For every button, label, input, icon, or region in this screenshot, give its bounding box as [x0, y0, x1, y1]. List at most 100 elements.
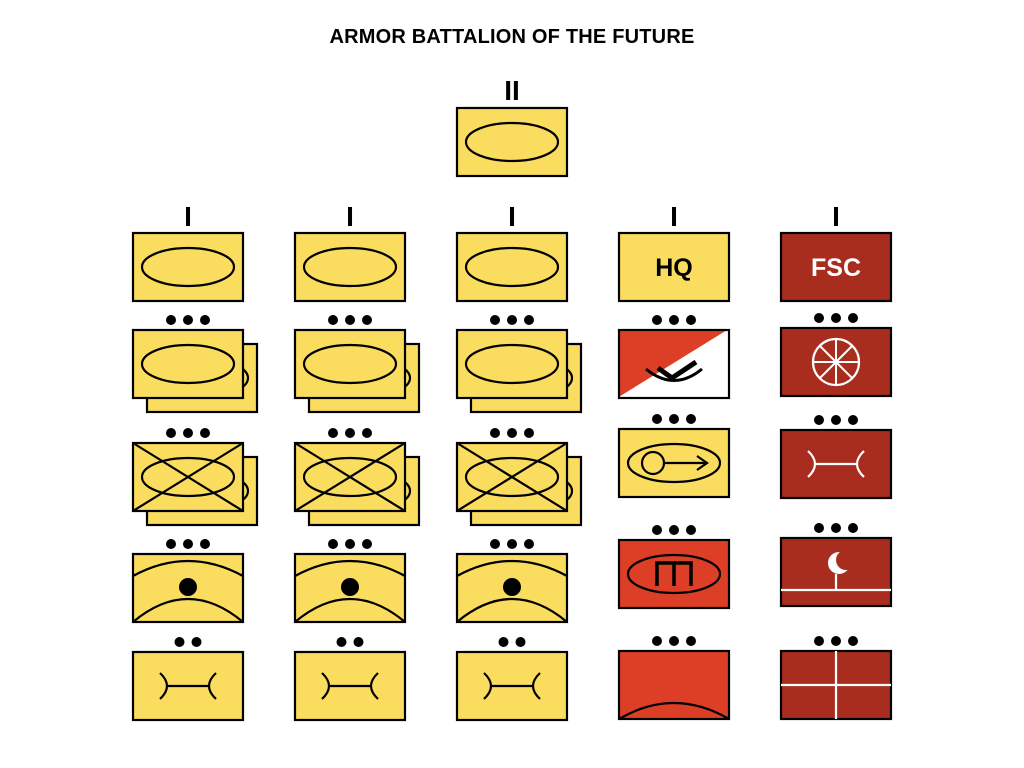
echelon-dot — [166, 428, 176, 438]
platoon-echelon-dots — [814, 415, 858, 425]
recon-arc-bottom — [132, 597, 244, 623]
platoon-echelon-dots — [490, 539, 534, 549]
platoon-echelon-dots — [328, 315, 372, 325]
echelon-dot — [686, 315, 696, 325]
echelon-dot — [669, 525, 679, 535]
echelon-dot — [490, 539, 500, 549]
signal-check — [656, 359, 698, 382]
echelon-dot — [848, 636, 858, 646]
signal-arrow-head — [696, 455, 709, 471]
unit-frame — [617, 649, 731, 721]
unit-frame — [779, 231, 893, 303]
fsc-label: FSC — [811, 254, 861, 282]
unit-frame — [617, 328, 731, 400]
symbol-maintenance — [779, 428, 893, 500]
battalion-echelon-label: II — [504, 75, 520, 106]
symbol-fsc: FSC — [779, 231, 893, 303]
antenna-arc — [645, 367, 703, 382]
echelon-dot — [336, 637, 347, 647]
symbol-transportation-wheel — [779, 326, 893, 398]
echelon-dot — [669, 315, 679, 325]
engineer-bracket-left — [159, 672, 169, 700]
symbol-supply-moon — [779, 536, 893, 608]
platoon-echelon-dots — [498, 637, 526, 647]
echelon-dot — [524, 539, 534, 549]
recon-arc-bottom — [456, 597, 568, 623]
recon-dot — [179, 578, 197, 596]
symbol-armor — [455, 231, 569, 303]
echelon-dot — [814, 636, 824, 646]
unit-frame — [455, 231, 569, 303]
echelon-dot — [345, 428, 355, 438]
echelon-dot — [191, 637, 202, 647]
echelon-dot — [515, 637, 526, 647]
echelon-dot — [166, 315, 176, 325]
engineer-bracket-right — [369, 672, 379, 700]
echelon-dot — [345, 315, 355, 325]
unit-frame — [617, 231, 731, 303]
echelon-dot — [490, 315, 500, 325]
echelon-dot — [669, 414, 679, 424]
echelon-dot — [200, 428, 210, 438]
platoon-echelon-dots — [328, 539, 372, 549]
echelon-dot — [652, 315, 662, 325]
engineer-bracket-right — [207, 672, 217, 700]
platoon-echelon-dots — [652, 414, 696, 424]
platoon-echelon-dots — [328, 428, 372, 438]
echelon-dot — [686, 525, 696, 535]
symbol-armor-recon — [131, 552, 245, 624]
echelon-dot — [200, 315, 210, 325]
echelon-dot — [848, 523, 858, 533]
platoon-echelon-dots — [490, 315, 534, 325]
echelon-dot — [507, 428, 517, 438]
armor-oval — [626, 442, 722, 484]
echelon-dot — [362, 428, 372, 438]
armor-oval — [302, 246, 398, 288]
symbol-air-defense-split — [617, 328, 731, 400]
echelon-dot — [166, 539, 176, 549]
armor-oval — [140, 246, 236, 288]
echelon-dot — [524, 315, 534, 325]
symbol-engineer — [455, 650, 569, 722]
company-echelon-label: I — [832, 201, 840, 232]
symbol-armored-infantry-stacked — [455, 441, 583, 527]
unit-frame — [131, 231, 245, 303]
echelon-dot — [345, 539, 355, 549]
engineer-castle — [655, 561, 693, 586]
echelon-dot — [362, 315, 372, 325]
recon-arc-bottom — [294, 597, 406, 623]
platoon-echelon-dots — [174, 637, 202, 647]
company-echelon-label: I — [670, 201, 678, 232]
echelon-dot — [174, 637, 185, 647]
symbol-armor-stacked — [131, 328, 259, 414]
symbol-armored-signal — [617, 427, 731, 499]
echelon-dot — [814, 523, 824, 533]
platoon-echelon-dots — [336, 637, 364, 647]
symbol-armor — [293, 231, 407, 303]
platoon-echelon-dots — [166, 428, 210, 438]
engineer-bracket-left — [483, 672, 493, 700]
symbol-armored-engineer-red — [617, 538, 731, 610]
platoon-echelon-dots — [166, 315, 210, 325]
platoon-echelon-dots — [652, 525, 696, 535]
recon-arc-top — [294, 560, 406, 577]
echelon-dot — [652, 636, 662, 646]
echelon-dot — [200, 539, 210, 549]
platoon-echelon-dots — [814, 523, 858, 533]
platoon-echelon-dots — [814, 313, 858, 323]
echelon-dot — [686, 636, 696, 646]
echelon-dot — [507, 539, 517, 549]
unit-frame — [455, 106, 569, 178]
echelon-dot — [353, 637, 364, 647]
armor-oval — [302, 343, 398, 385]
echelon-dot — [652, 414, 662, 424]
engineer-bracket-left — [321, 672, 331, 700]
symbol-armor-stacked — [455, 328, 583, 414]
diagram-title: ARMOR BATTALION OF THE FUTURE — [329, 26, 695, 48]
symbol-armor-stacked — [293, 328, 421, 414]
echelon-dot — [831, 415, 841, 425]
symbol-armored-infantry-stacked — [293, 441, 421, 527]
armor-oval — [140, 343, 236, 385]
artillery-arc — [618, 701, 730, 720]
split-diagonal — [618, 329, 730, 399]
